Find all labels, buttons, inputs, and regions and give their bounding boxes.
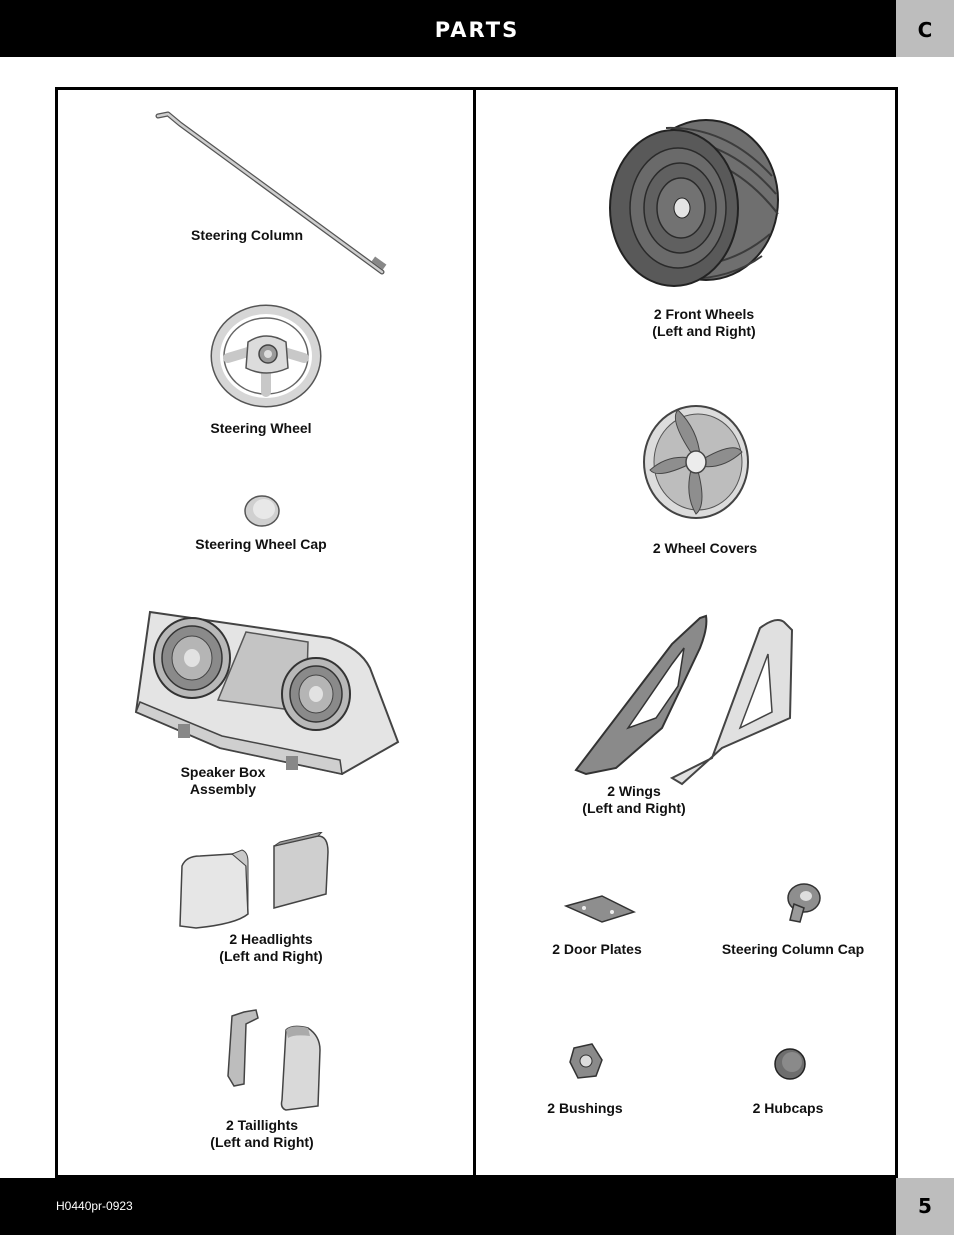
front-wheels-label: 2 Front Wheels (Left and Right) — [644, 306, 764, 340]
speaker-box-image — [134, 610, 400, 776]
front-wheels-image — [609, 119, 779, 287]
steering-wheel-cap-label: Steering Wheel Cap — [195, 536, 327, 552]
front-wheels-label-line1: 2 Front Wheels — [653, 306, 755, 322]
headlights-label-line1: 2 Headlights — [229, 931, 313, 947]
taillights-label-line1: 2 Taillights — [225, 1117, 299, 1133]
front-wheels-label-line2: (Left and Right) — [652, 323, 756, 339]
hubcaps-label: 2 Hubcaps — [752, 1100, 824, 1116]
taillights-label-line2: (Left and Right) — [210, 1134, 314, 1150]
wings-label: 2 Wings (Left and Right) — [574, 783, 694, 817]
hubcaps-image — [774, 1048, 806, 1080]
steering-column-cap-image — [787, 883, 821, 923]
steering-column-image — [155, 111, 387, 275]
speaker-box-label-line1: Speaker Box — [180, 764, 266, 780]
wheel-covers-label: 2 Wheel Covers — [652, 540, 758, 556]
document-code: H0440pr-0923 — [56, 1199, 133, 1213]
column-divider — [473, 87, 476, 1178]
parts-frame — [55, 87, 898, 1178]
taillights-label: 2 Taillights (Left and Right) — [202, 1117, 322, 1151]
taillights-image — [227, 1009, 321, 1111]
headlights-image — [179, 832, 329, 929]
headlights-label: 2 Headlights (Left and Right) — [211, 931, 331, 965]
page-title: PARTS — [434, 18, 520, 42]
footer-bar — [0, 1178, 896, 1235]
page-number: 5 — [896, 1178, 954, 1235]
steering-wheel-label: Steering Wheel — [210, 420, 312, 436]
wings-image — [574, 614, 794, 786]
steering-wheel-image — [210, 304, 322, 408]
steering-column-label: Steering Column — [190, 227, 303, 243]
wings-label-line1: 2 Wings — [607, 783, 661, 799]
headlights-label-line2: (Left and Right) — [219, 948, 323, 964]
bushings-image — [569, 1043, 603, 1079]
steering-wheel-cap-image — [244, 495, 280, 527]
steering-column-cap-label: Steering Column Cap — [721, 941, 865, 957]
wheel-covers-image — [643, 405, 749, 519]
speaker-box-label-line2: Assembly — [189, 781, 257, 797]
bushings-label: 2 Bushings — [547, 1100, 623, 1116]
wings-label-line2: (Left and Right) — [582, 800, 686, 816]
header-bar — [0, 0, 896, 57]
door-plates-label: 2 Door Plates — [552, 941, 642, 957]
section-tab: C — [896, 0, 954, 57]
speaker-box-label: Speaker Box Assembly — [163, 764, 283, 798]
door-plates-image — [563, 895, 636, 923]
